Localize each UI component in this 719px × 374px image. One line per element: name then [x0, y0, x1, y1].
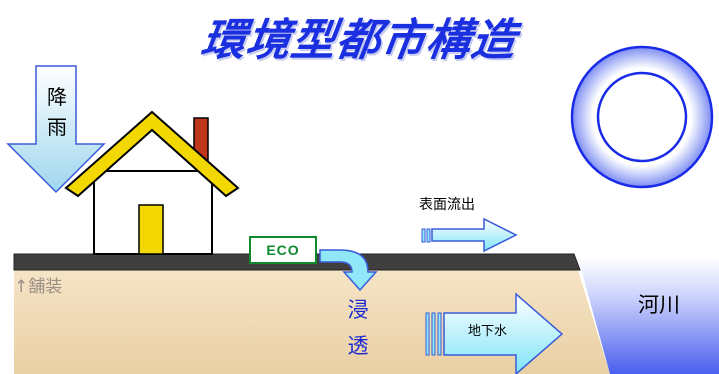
river-label: 河川 [638, 293, 680, 317]
paving-label: ↑舗装 [14, 277, 63, 297]
page-title: 環境型都市構造 [197, 15, 520, 66]
roof [64, 110, 240, 198]
infiltration-label-char-1: 浸 [347, 298, 369, 322]
surface-runoff-label: 表面流出 [419, 197, 475, 213]
rain-label-char-2: 雨 [47, 115, 67, 139]
door [138, 204, 164, 255]
eco-badge: ECO [249, 236, 317, 264]
river-area [578, 258, 719, 374]
infiltration-label: 浸 透 [343, 292, 373, 364]
groundwater-arrow [425, 292, 564, 374]
infiltration-arrow [319, 249, 378, 292]
rain-arrow [6, 65, 106, 194]
surface-runoff-arrow [421, 217, 518, 253]
rain-label: 降 雨 [43, 82, 71, 142]
infiltration-label-char-2: 透 [347, 334, 369, 358]
groundwater-label: 地下水 [468, 324, 508, 339]
rain-label-char-1: 降 [47, 85, 67, 109]
ring-icon [570, 45, 714, 189]
house-icon [64, 110, 240, 255]
